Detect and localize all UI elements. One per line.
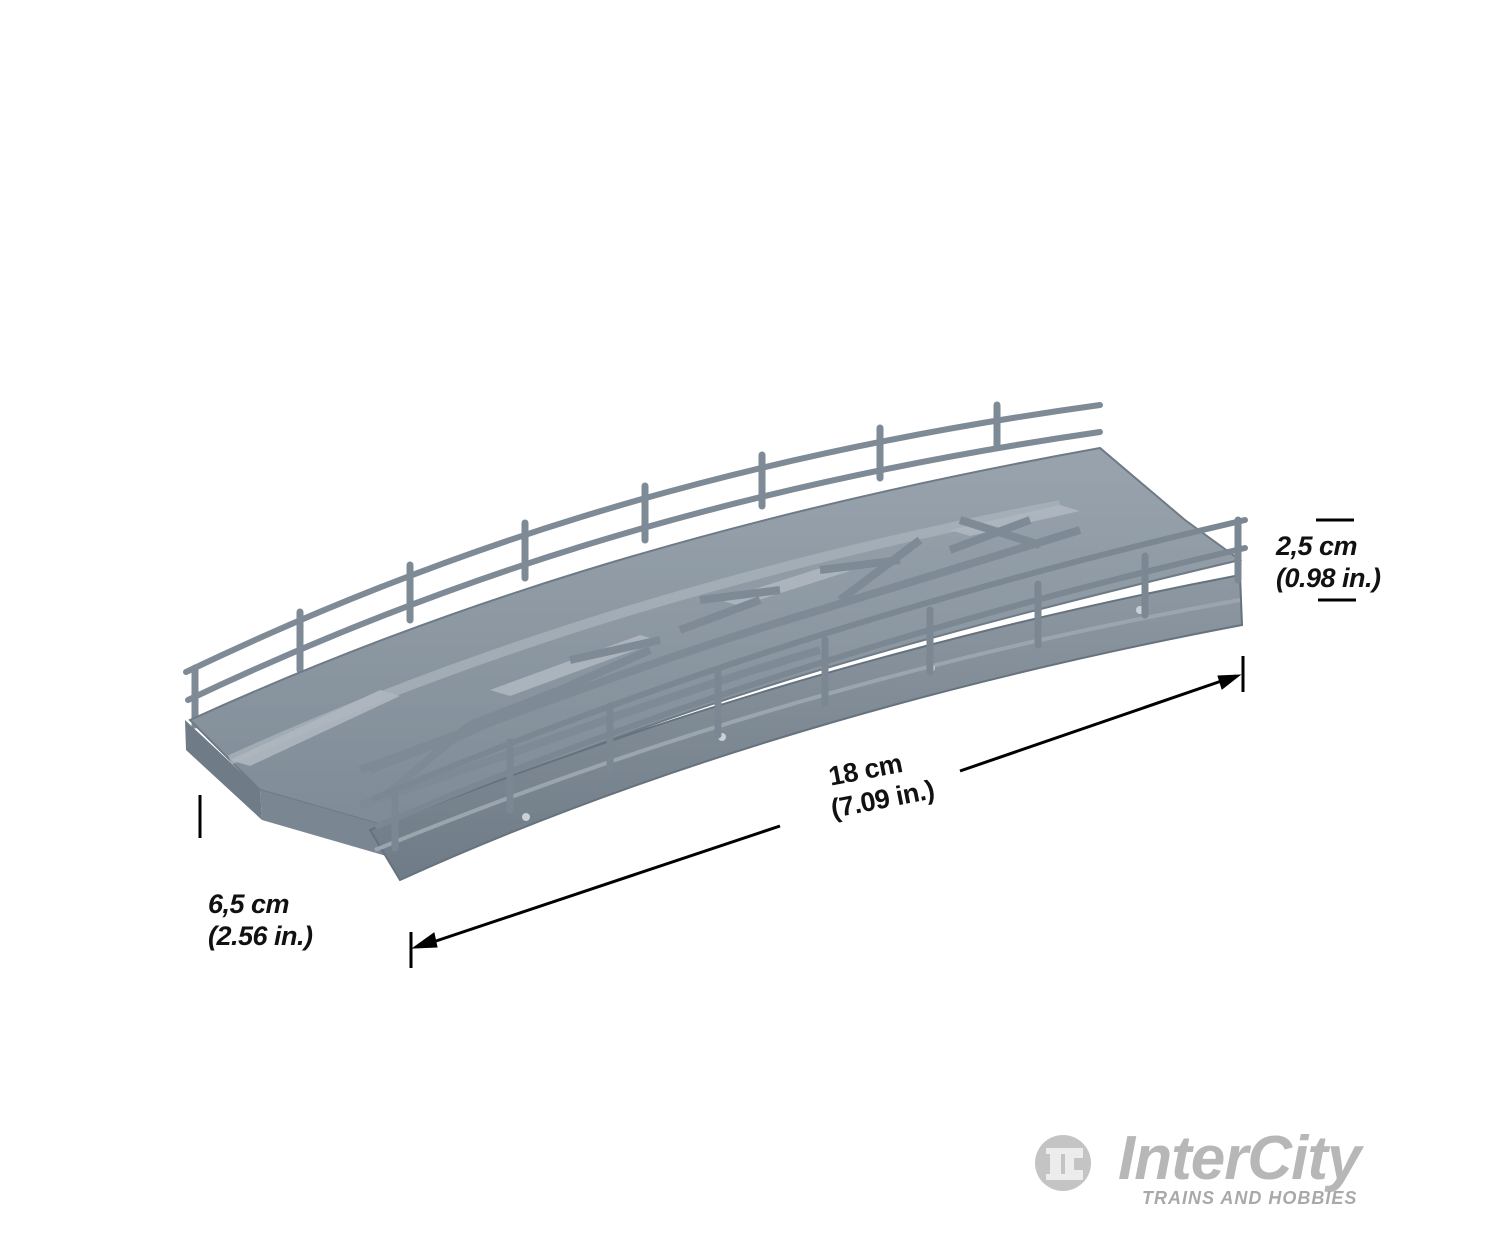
dimension-lines <box>198 518 1356 968</box>
width-imperial: (2.56 in.) <box>208 921 313 951</box>
back-railing <box>183 401 1103 729</box>
brand-name: InterCity <box>1118 1124 1361 1193</box>
bridge-side-wall <box>368 573 1244 882</box>
front-railing <box>372 516 1248 852</box>
brand-tagline: TRAINS AND HOBBIES <box>1142 1188 1358 1208</box>
width-metric: 6,5 cm <box>208 889 290 919</box>
logo-emblem <box>1035 1135 1091 1191</box>
height-dimension-label: 2,5 cm (0.98 in.) <box>1276 530 1381 594</box>
arrowhead-right <box>1217 674 1242 690</box>
width-dimension-label: 6,5 cm (2.56 in.) <box>208 888 313 952</box>
arrowhead-left <box>411 932 438 949</box>
truss-lattice <box>358 516 1082 809</box>
height-imperial: (0.98 in.) <box>1276 563 1381 593</box>
height-metric: 2,5 cm <box>1276 531 1358 561</box>
brand-watermark: InterCity TRAINS AND HOBBIES <box>1036 1124 1456 1220</box>
